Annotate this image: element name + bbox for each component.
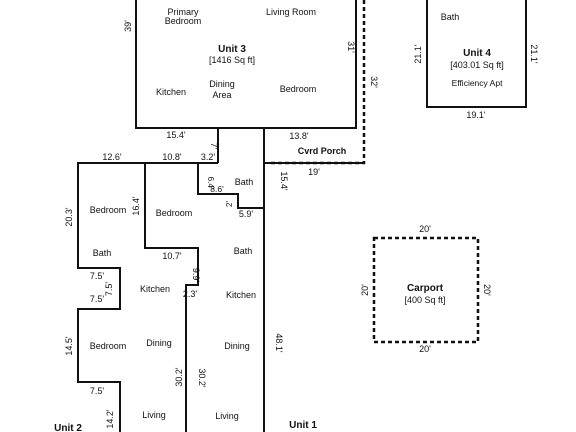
unit-3-living-room-label: Living Room: [266, 7, 316, 17]
unit-1-walls: [197, 163, 265, 432]
unit-1-title: Unit 1: [289, 420, 317, 431]
unit-2-bedroom-c-label: Bedroom: [90, 341, 127, 351]
unit-3-primary-bedroom-line2: Bedroom: [165, 16, 202, 26]
unit-2-dim-mid-16: 16.4': [131, 196, 141, 216]
unit-3-area: [1416 Sq ft]: [209, 55, 255, 65]
unit-3-dining-line1: Dining: [209, 79, 235, 89]
unit-2-dim-top-mid: 10.8': [162, 152, 182, 162]
unit-3-walls-right: [263, 0, 364, 164]
unit-1-dim-bath-6: 6.4': [206, 177, 215, 190]
unit-2-kitchen-label: Kitchen: [140, 284, 170, 294]
unit-2-bedroom-a-label: Bedroom: [90, 205, 127, 215]
carport-area: [400 Sq ft]: [404, 295, 445, 305]
unit-4-dim-left: 21.1': [413, 44, 423, 64]
unit-3-title: Unit 3: [218, 44, 246, 55]
unit-2-dim-top-small: 3.2': [201, 152, 216, 162]
unit-1-dim-dining-30: 30.2': [197, 368, 207, 388]
unit-1-dim-right-48: 48.1': [274, 333, 284, 353]
unit-2-dim-bed-14: 14.5': [64, 336, 74, 356]
unit-3-kitchen-label: Kitchen: [156, 87, 186, 97]
carport-dim-left: 20': [360, 284, 370, 296]
unit-1-dim-bath-5: 5.9': [239, 209, 254, 219]
unit-2-living-label: Living: [142, 410, 166, 420]
unit-1-kitchen-label: Kitchen: [226, 290, 256, 300]
unit-2-dim-living-14: 14.2': [105, 409, 115, 429]
unit-3-dim-left: 39': [123, 20, 133, 32]
unit-4-subtitle: Efficiency Apt: [452, 78, 504, 88]
unit-2-dining-label: Dining: [146, 338, 172, 348]
unit-4: Bath Unit 4 [403.01 Sq ft] Efficiency Ap…: [413, 0, 539, 120]
unit-2-bath-label: Bath: [93, 248, 112, 258]
unit-3-dining-line2: Area: [212, 90, 231, 100]
unit-3: Primary Bedroom Living Room Unit 3 [1416…: [123, 0, 379, 177]
unit-2-dim-notch: 7': [209, 143, 219, 150]
unit-2-dim-kitchen-9: 9.9': [191, 268, 201, 283]
unit-1-dining-label: Dining: [224, 341, 250, 351]
unit-4-bath-label: Bath: [441, 12, 460, 22]
unit-1-living-label: Living: [215, 411, 239, 421]
unit-2-bedroom-b-label: Bedroom: [156, 208, 193, 218]
unit-3-bedroom-label: Bedroom: [280, 84, 317, 94]
unit-2-title: Unit 2: [54, 423, 82, 432]
unit-2: 12.6' 10.8' 3.2' 7' 20.3' 16.4' 7.5' 7.5…: [54, 143, 219, 432]
unit-4-walls: [426, 0, 527, 108]
unit-4-dim-bottom: 19.1': [466, 110, 486, 120]
carport-dim-right: 20': [482, 284, 492, 296]
unit-4-title: Unit 4: [463, 48, 491, 59]
unit-2-dim-step-a: 7.5': [90, 271, 105, 281]
unit-2-dim-step-d: 7.5': [90, 386, 105, 396]
porch-dim-bottom: 19': [308, 167, 320, 177]
unit-1-bath-label: Bath: [234, 246, 253, 256]
unit-3-dim-outer-right: 32': [369, 76, 379, 88]
carport-title: Carport: [407, 283, 444, 294]
unit-2-dim-step-c: 7.5': [90, 294, 105, 304]
unit-3-dim-right: 31': [346, 41, 356, 53]
unit-2-dim-dining-30: 30.2': [174, 367, 184, 387]
unit-4-area: [403.01 Sq ft]: [450, 60, 504, 70]
porch-label: Cvrd Porch: [298, 146, 347, 156]
carport-dim-bottom: 20': [419, 344, 431, 354]
unit-1-bath-top-label: Bath: [235, 177, 254, 187]
unit-2-dim-kitchen-10: 10.7': [162, 251, 182, 261]
unit-2-outer-walls: [77, 162, 218, 432]
unit-4-dim-right: 21.1': [529, 44, 539, 64]
unit-3-porch-dashed-outline: [270, 0, 366, 165]
unit-2-inner-walls: [144, 163, 199, 432]
carport-dim-top: 20': [419, 224, 431, 234]
unit-3-primary-bedroom-line1: Primary: [168, 7, 199, 17]
carport-dashed-outline: [372, 236, 480, 344]
unit-2-dim-top-left: 12.6': [102, 152, 122, 162]
unit-1-dim-bath-8: 8.6': [210, 184, 224, 194]
unit-3-bottom-wall: [136, 127, 219, 163]
unit-1: 6.4' 8.6' 2' 5.9' 15.4' 48.1' 30.2' Bath…: [197, 163, 317, 432]
carport: 20' 20' 20' 20' Carport [400 Sq ft]: [360, 224, 492, 354]
unit-2-dim-step-b: 7.5': [104, 282, 114, 297]
unit-2-dim-left-20: 20.3': [64, 207, 74, 227]
unit-1-dim-side-15: 15.4': [279, 171, 289, 191]
unit-2-dim-kitchen-2: 2.3': [183, 289, 198, 299]
porch-dim-top: 13.8': [289, 131, 309, 141]
unit-1-dim-bath-2: 2': [225, 201, 234, 207]
unit-3-dim-bottom: 15.4': [166, 130, 186, 140]
